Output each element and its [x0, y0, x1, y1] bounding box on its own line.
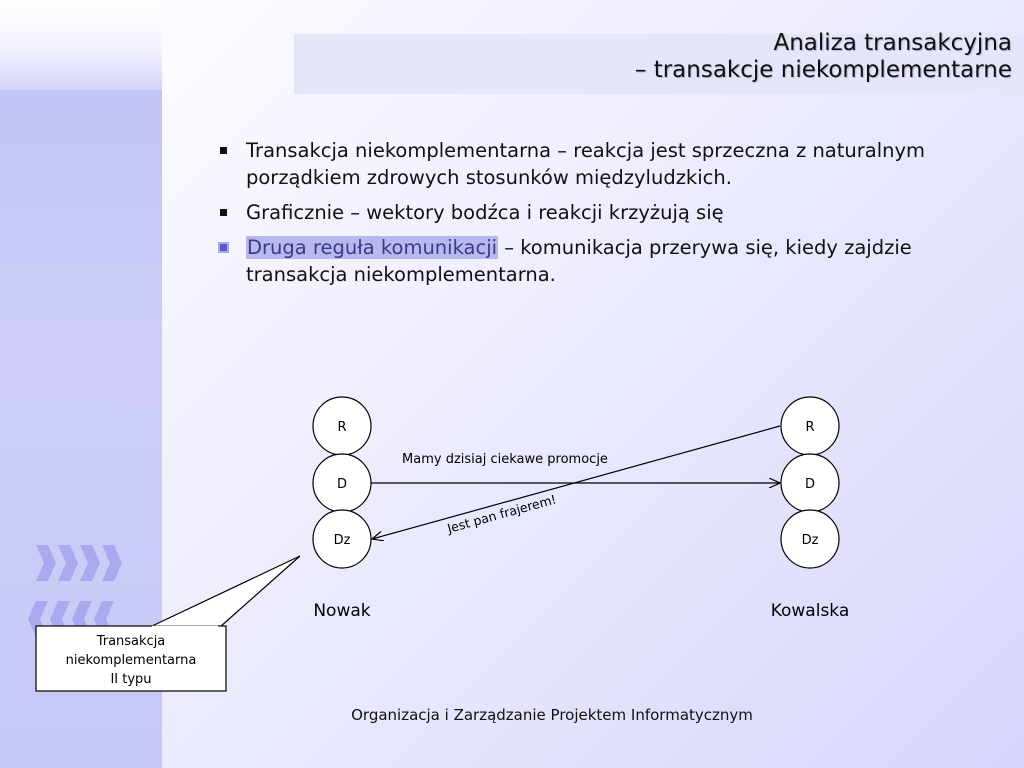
bullet-text: Transakcja niekomplementarna – reakcja j… — [246, 139, 926, 189]
bullet-text: – komunikacja przerywa się, kiedy zajdzi… — [246, 236, 912, 286]
right-child-state-circle — [780, 509, 840, 569]
left-child-label: Dz — [334, 533, 351, 548]
response-arrow — [372, 425, 781, 539]
bullet-item: Druga reguła komunikacji – komunikacja p… — [218, 234, 938, 288]
callout-pointer — [149, 555, 301, 628]
slide-footer: Organizacja i Zarządzanie Projektem Info… — [351, 706, 753, 724]
bullet-list: Transakcja niekomplementarna – reakcja j… — [218, 137, 938, 296]
highlighted-term: Druga reguła komunikacji — [246, 236, 499, 259]
bullet-item: Graficznie – wektory bodźca i reakcji kr… — [218, 199, 938, 226]
bullet-item: Transakcja niekomplementarna – reakcja j… — [218, 137, 938, 191]
stimulus-label: Mamy dzisiaj ciekawe promocje — [402, 452, 608, 467]
bullet-square-icon — [220, 147, 227, 154]
right-child-label: Dz — [802, 533, 819, 548]
title-bar — [294, 34, 1024, 94]
left-adult-label: D — [337, 477, 347, 492]
right-adult-label: D — [805, 477, 815, 492]
callout-line-2: niekomplementarna — [66, 653, 197, 668]
callout-line-3: II typu — [110, 672, 151, 687]
left-person-name: Nowak — [313, 601, 370, 621]
slide-title: Analiza transakcyjna – transakcje niekom… — [635, 30, 1012, 84]
left-parent-label: R — [337, 420, 346, 435]
right-person-name: Kowalska — [771, 601, 850, 621]
right-parent-label: R — [805, 420, 814, 435]
bullet-square-icon — [220, 209, 227, 216]
left-band-panel — [0, 90, 162, 380]
bullet-square-icon — [220, 244, 227, 251]
callout-line-1: Transakcja — [96, 634, 166, 649]
title-line-1: Analiza transakcyjna — [773, 30, 1012, 56]
bullet-text: Graficznie – wektory bodźca i reakcji kr… — [246, 201, 724, 224]
callout-box — [35, 625, 227, 692]
title-line-2: – transakcje niekomplementarne — [634, 57, 1012, 83]
